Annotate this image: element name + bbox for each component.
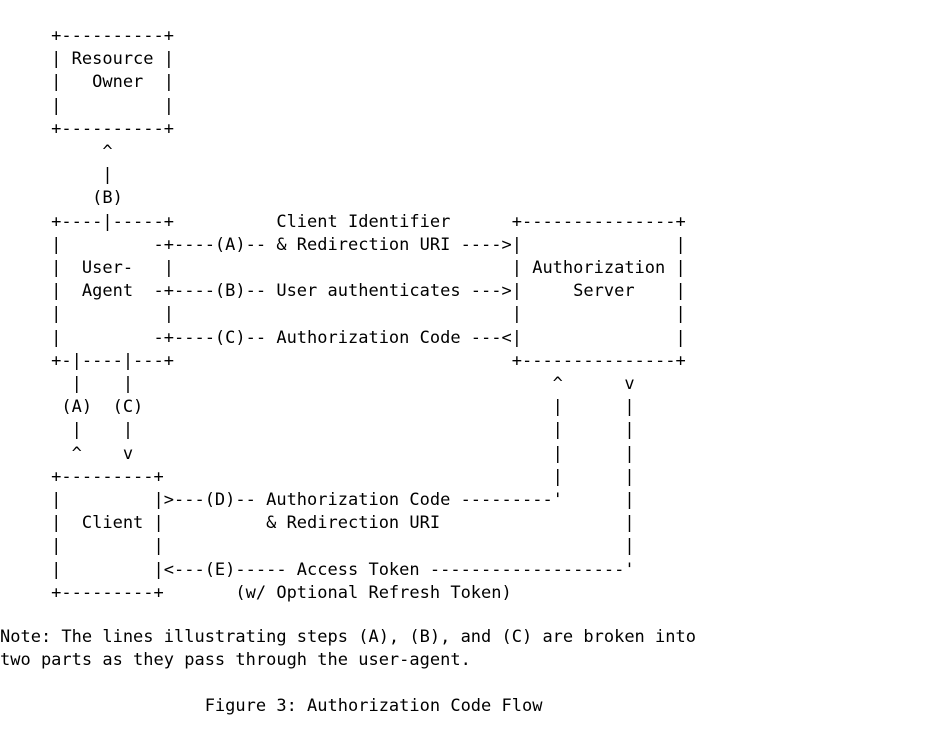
figure-note: Note: The lines illustrating steps (A), … [0, 627, 696, 671]
figure-caption: Figure 3: Authorization Code Flow [0, 696, 543, 716]
ascii-flow-diagram: +----------+ | Resource | | Owner | | | … [51, 26, 686, 603]
